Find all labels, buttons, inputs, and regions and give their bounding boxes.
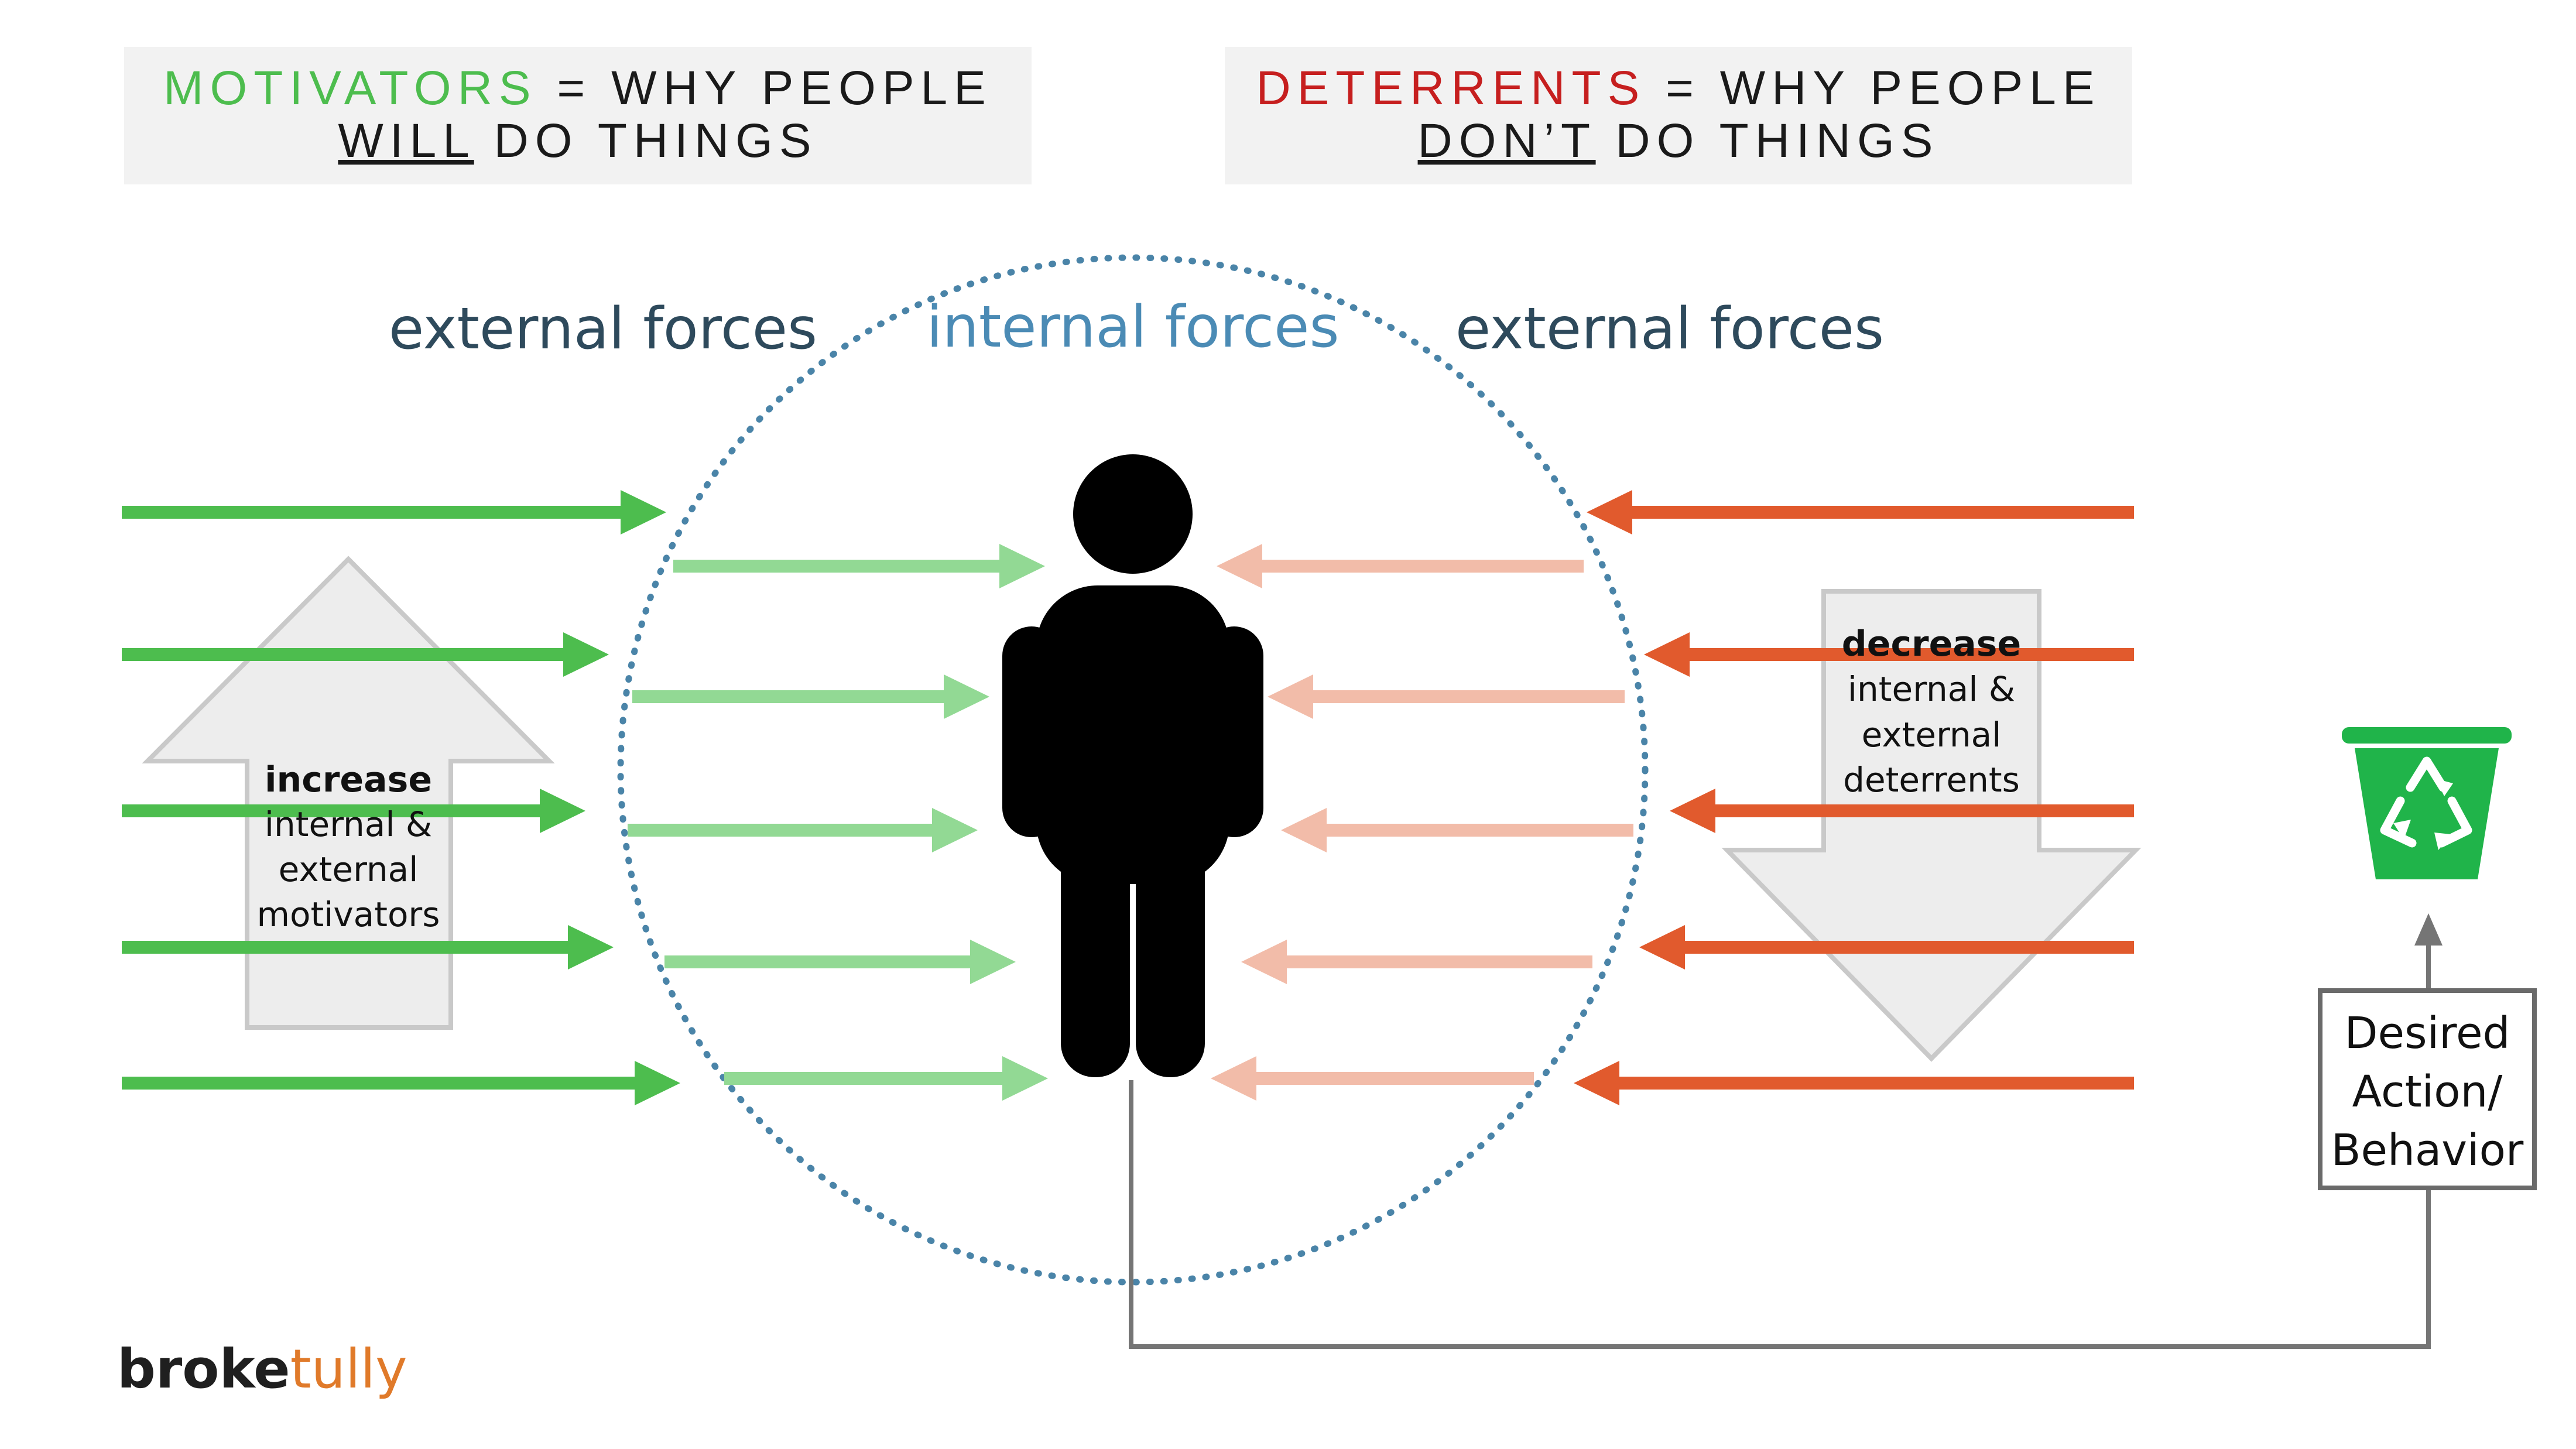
desired-action-box xyxy=(2318,988,2537,1190)
desired-action-line1: Desired xyxy=(2345,1008,2510,1059)
external-motivator-arrow xyxy=(122,925,614,970)
person-left-arm xyxy=(1002,626,1061,837)
decrease-label: decrease internal & external deterrents xyxy=(1842,624,2021,800)
internal-motivator-arrow xyxy=(673,544,1045,588)
external-deterrent-arrow xyxy=(1574,1061,2134,1105)
flow-up-arrowhead xyxy=(2414,913,2443,946)
motivators-header-line1: MOTIVATORS = WHY PEOPLE xyxy=(163,61,992,115)
internal-forces-label: internal forces xyxy=(927,294,1340,361)
svg-text:internal &: internal & xyxy=(1848,669,2015,709)
internal-motivator-arrow xyxy=(724,1056,1048,1101)
will-underlined: WILL xyxy=(338,114,474,167)
internal-deterrent-arrows xyxy=(1211,544,1633,1101)
svg-text:motivators: motivators xyxy=(257,895,440,934)
deterrents-header-line2: DON’T DO THINGS xyxy=(1418,114,1940,167)
increase-big-arrow xyxy=(142,556,555,1030)
internal-motivator-arrows xyxy=(628,544,1048,1101)
internal-motivator-arrow xyxy=(664,940,1016,984)
desired-action-line2: Action/ xyxy=(2352,1067,2503,1117)
motivators-keyword: MOTIVATORS xyxy=(163,61,537,115)
external-forces-left-label: external forces xyxy=(389,296,817,362)
person-right-leg xyxy=(1136,802,1205,1077)
person-right-arm xyxy=(1205,626,1263,837)
flow-line xyxy=(1129,1080,2431,1349)
svg-text:decrease: decrease xyxy=(1842,624,2021,664)
external-deterrent-arrow xyxy=(1639,925,2134,970)
external-motivator-arrow xyxy=(122,490,666,535)
svg-text:broketully: broketully xyxy=(117,1338,407,1400)
external-deterrent-arrow xyxy=(1644,632,2134,677)
bin-body xyxy=(2355,748,2499,879)
internal-deterrent-arrow xyxy=(1211,1056,1534,1101)
svg-text:external: external xyxy=(1862,715,2002,755)
svg-text:deterrents: deterrents xyxy=(1843,760,2020,800)
deterrents-header-line1: DETERRENTS = WHY PEOPLE xyxy=(1256,61,2101,115)
external-motivator-arrow xyxy=(122,1061,680,1105)
brooketully-logo: broketully xyxy=(117,1338,407,1400)
person-left-leg xyxy=(1061,802,1130,1077)
recycle-icon xyxy=(2380,756,2472,848)
internal-deterrent-arrow xyxy=(1281,808,1633,852)
external-motivator-arrow xyxy=(122,632,609,677)
svg-text:external: external xyxy=(279,849,419,889)
external-motivator-arrows xyxy=(122,490,680,1105)
deterrents-keyword: DETERRENTS xyxy=(1256,61,1646,115)
deterrents-header-box xyxy=(1225,47,2132,184)
external-deterrent-arrow xyxy=(1587,490,2134,535)
dont-underlined: DON’T xyxy=(1418,114,1596,167)
svg-text:internal &: internal & xyxy=(265,804,432,844)
internal-deterrent-arrow xyxy=(1268,674,1625,719)
bin-lid xyxy=(2342,727,2512,744)
internal-deterrent-arrow xyxy=(1241,940,1592,984)
increase-label: increase internal & external motivators xyxy=(257,759,440,934)
internal-deterrent-arrow xyxy=(1217,544,1584,588)
external-forces-right-label: external forces xyxy=(1455,296,1884,362)
external-motivator-arrow xyxy=(122,789,585,833)
desired-action-line3: Behavior xyxy=(2331,1125,2524,1176)
external-deterrent-arrow xyxy=(1670,789,2134,833)
motivators-header-box xyxy=(124,47,1032,184)
external-deterrent-arrows xyxy=(1574,490,2134,1105)
motivators-header-line2: WILL DO THINGS xyxy=(338,114,817,167)
svg-text:increase: increase xyxy=(265,759,432,800)
internal-motivator-arrow xyxy=(628,808,978,852)
person-head xyxy=(1073,454,1193,574)
recycle-bin-icon xyxy=(2342,727,2512,879)
person-icon xyxy=(1002,454,1263,1077)
internal-motivator-arrow xyxy=(632,674,989,719)
